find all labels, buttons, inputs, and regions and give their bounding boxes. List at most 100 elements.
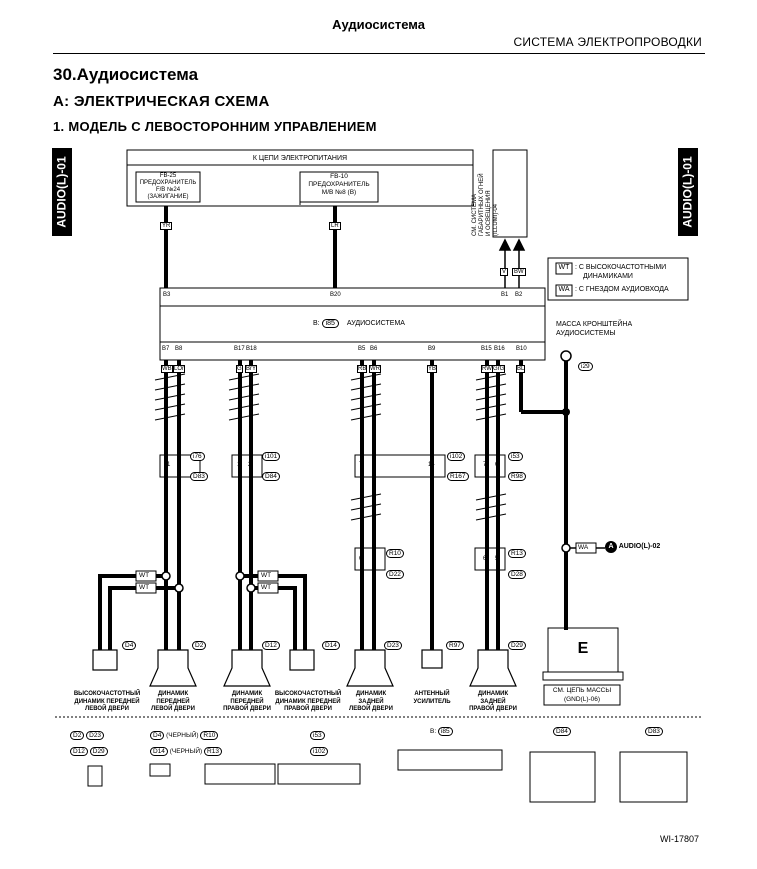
- connector-strip-R10: [354, 547, 386, 571]
- wire-color: V: [500, 268, 509, 276]
- legend-text-wa: : С ГНЕЗДОМ АУДИОВХОДА: [575, 286, 669, 293]
- wiring-diagram-id: WI-17807: [659, 834, 699, 844]
- unit-pin: B10: [516, 346, 527, 352]
- legend-text-wt: : С ВЫСОКОЧАСТОТНЫМИ: [575, 264, 667, 271]
- pin-number: 2: [248, 462, 252, 468]
- legend-box: [547, 257, 689, 301]
- unit-pin: B6: [370, 346, 378, 352]
- pin-number: 2: [177, 462, 181, 468]
- unit-pin: B5: [358, 346, 366, 352]
- pin-number: 1: [167, 462, 171, 468]
- section-title: 30.Аудиосистема: [53, 65, 199, 84]
- pin-number: 6: [359, 556, 363, 562]
- legend-group-3: i53 i102: [310, 728, 329, 760]
- component-code: D14: [322, 641, 340, 650]
- legend-group-2: D4 (ЧЕРНЫЙ) R10 D14 (ЧЕРНЫЙ) R13: [150, 728, 222, 760]
- top-pin-strip: [159, 287, 546, 307]
- unit-pin: B7: [162, 346, 170, 352]
- unit-pin: B15: [481, 346, 492, 352]
- unit-pin: B16: [494, 346, 505, 352]
- component-code: D4: [122, 641, 137, 650]
- connector-code: i76: [190, 452, 205, 461]
- power-supply-box: [126, 149, 474, 207]
- component-code: D12: [262, 641, 280, 650]
- unit-pin: B9: [428, 346, 436, 352]
- pin-number: 6: [495, 462, 499, 468]
- wire-color: YB: [427, 365, 438, 373]
- legend-group-6: D83: [645, 727, 663, 736]
- pin-number: 5: [372, 556, 376, 562]
- wire-color: GrG: [492, 365, 506, 373]
- connector-code: i53: [508, 452, 523, 461]
- illumination-reference-box: [492, 149, 528, 238]
- connector-face-icons: [87, 749, 688, 803]
- wire-color: BL: [516, 365, 526, 373]
- pin-number: 5: [495, 556, 499, 562]
- connector-code: i101: [262, 452, 281, 461]
- page-header-title: Аудиосистема: [332, 17, 425, 32]
- top-pin: B2: [515, 292, 523, 298]
- connector-code: i29: [578, 362, 593, 371]
- legend-group-5: D84: [553, 727, 571, 736]
- legend-group-1: D2 D23 D12 D29: [70, 728, 108, 760]
- wt-tag: WT: [261, 572, 272, 579]
- top-pin: B1: [501, 292, 509, 298]
- unit-pin: B17: [234, 346, 245, 352]
- model-subtitle: 1. МОДЕЛЬ С ЛЕВОСТОРОННИМ УПРАВЛЕНИЕМ: [53, 119, 377, 134]
- connector-code: D22: [386, 570, 404, 579]
- component-code: R97: [446, 641, 464, 650]
- bottom-pin-strip: [159, 341, 546, 361]
- wire-bundle: [98, 206, 568, 650]
- twisted-pair-marks: [154, 373, 507, 521]
- legend-code-wa: WA: [558, 286, 570, 293]
- pin-number: 7: [359, 462, 363, 468]
- ground-letter: E: [577, 640, 589, 657]
- connector-code: D84: [262, 472, 280, 481]
- speaker-symbols: [92, 649, 517, 687]
- wa-tag: WA: [578, 544, 589, 551]
- wt-tag: WT: [139, 572, 150, 579]
- legend-group-4: B: i85: [430, 727, 453, 736]
- wire-color: WB: [161, 365, 173, 373]
- side-tab-right: AUDIO(L)-01: [678, 148, 698, 236]
- top-pin: B3: [163, 292, 171, 298]
- page-header-subtitle: СИСТЕМА ЭЛЕКТРОПРОВОДКИ: [513, 35, 702, 49]
- section-subtitle: A: ЭЛЕКТРИЧЕСКАЯ СХЕМА: [53, 93, 270, 110]
- unit-pin: B8: [175, 346, 183, 352]
- pin-number: 1: [237, 462, 241, 468]
- pin-number: 6: [372, 462, 376, 468]
- connector-code: R10: [386, 549, 404, 558]
- pin-number: 6: [483, 556, 487, 562]
- side-tab-left: AUDIO(L)-01: [52, 148, 72, 236]
- component-code: D2: [192, 641, 207, 650]
- wire-color: BW: [512, 268, 526, 276]
- pin-number: 7: [483, 462, 487, 468]
- wt-tag: WT: [139, 584, 150, 591]
- wire-color: LR: [329, 222, 341, 230]
- wire-color: BrY: [245, 365, 258, 373]
- unit-pin: B18: [246, 346, 257, 352]
- connector-code: D28: [508, 570, 526, 579]
- connector-strip-R13: [474, 547, 506, 571]
- audio-page-reference[interactable]: A AUDIO(L)-02: [605, 541, 660, 553]
- ground-reference-label[interactable]: СМ. ЦЕПЬ МАССЫ(GND(L)-06): [552, 687, 612, 703]
- power-box-title: К ЦЕПИ ЭЛЕКТРОПИТАНИЯ: [252, 155, 348, 162]
- connector-code: R167: [447, 472, 469, 481]
- component-code: D29: [508, 641, 526, 650]
- connector-code: R98: [508, 472, 526, 481]
- connector-strip-i53: [474, 454, 506, 478]
- wire-color: G: [236, 365, 243, 373]
- wire-color: RB: [357, 365, 368, 373]
- connector-code: R13: [508, 549, 526, 558]
